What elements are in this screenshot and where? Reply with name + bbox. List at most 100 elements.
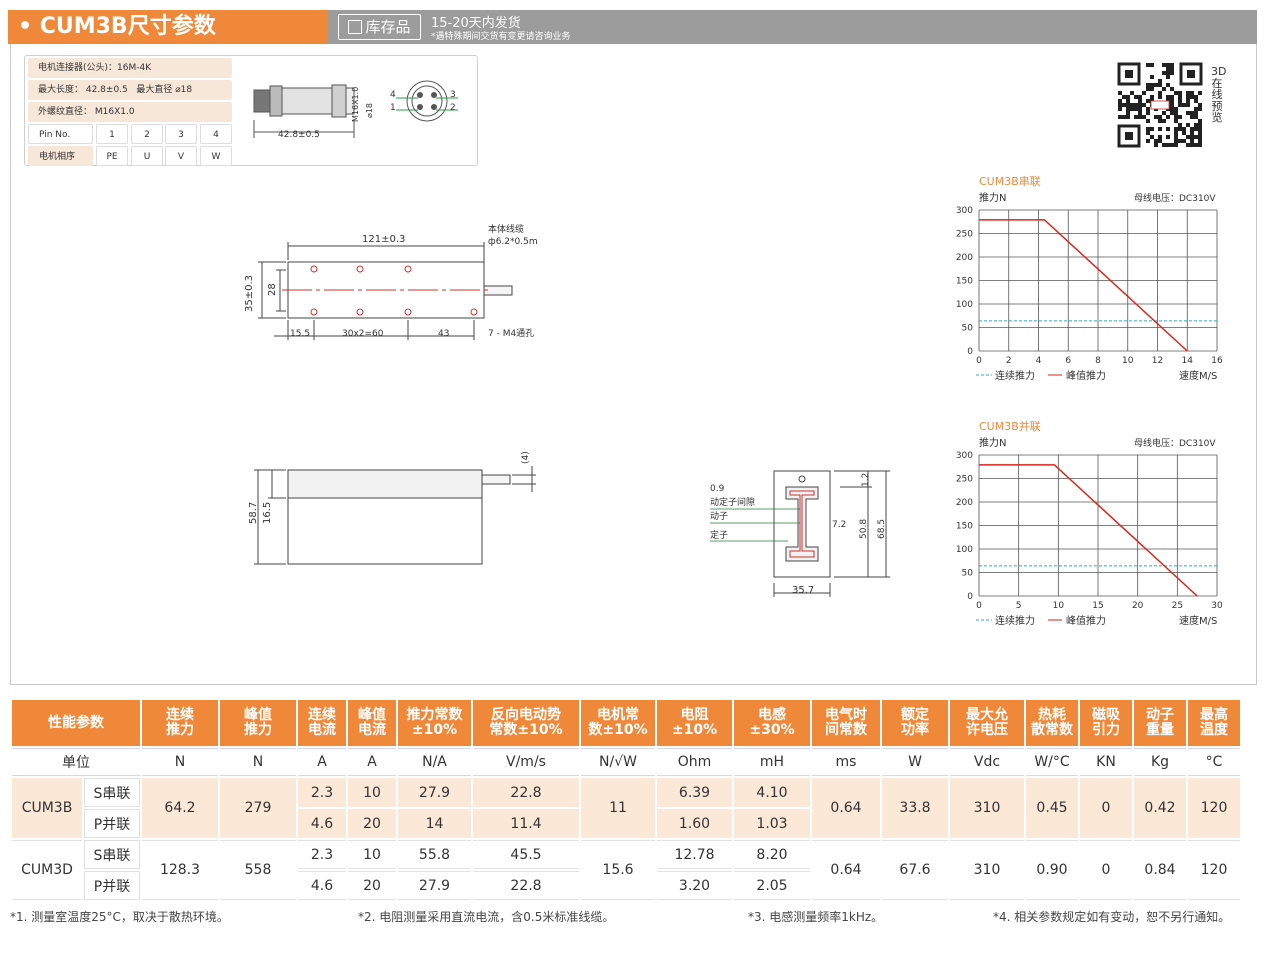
qr-module bbox=[1146, 119, 1150, 123]
qr-module bbox=[1190, 143, 1194, 147]
qr-module bbox=[1174, 111, 1178, 115]
max-voltage: 310 bbox=[950, 840, 1024, 900]
chart-note: 母线电压：DC310V bbox=[1134, 192, 1216, 204]
qr-module bbox=[1150, 127, 1154, 131]
x-tick-label: 25 bbox=[1172, 601, 1183, 611]
qr-module bbox=[1190, 111, 1194, 115]
content-frame bbox=[10, 44, 1257, 685]
box-icon bbox=[348, 20, 363, 34]
inductance: 8.20 bbox=[734, 840, 810, 869]
qr-module bbox=[1166, 115, 1170, 119]
series-line bbox=[979, 219, 1188, 352]
qr-module bbox=[1178, 99, 1182, 103]
qr-module bbox=[1174, 135, 1178, 139]
y-tick-label: 150 bbox=[956, 277, 973, 287]
qr-module bbox=[1182, 127, 1186, 131]
col-header-inductance: 电感±30% bbox=[734, 700, 810, 746]
cont-current: 4.6 bbox=[298, 809, 346, 838]
peak-current: 10 bbox=[348, 778, 396, 807]
mover-label: 动子 bbox=[710, 511, 728, 522]
col-header-power: 额定功率 bbox=[882, 700, 948, 746]
x-tick-label: 6 bbox=[1065, 356, 1071, 366]
unit-cell: A bbox=[348, 748, 396, 776]
pin-no-label: Pin No. bbox=[28, 124, 93, 144]
qr-module bbox=[1170, 71, 1174, 75]
y-tick-label: 200 bbox=[956, 253, 973, 263]
qr-module bbox=[1130, 103, 1134, 107]
qr-module bbox=[1194, 111, 1198, 115]
footnote-1: *1. 测量室温度25°C，取决于散热环境。 bbox=[10, 910, 229, 924]
qr-module bbox=[1190, 135, 1194, 139]
footnote-2: *2. 电阻测量采用直流电流，含0.5米标准线缆。 bbox=[358, 910, 615, 924]
chart-xlabel: 速度M/S bbox=[1179, 369, 1217, 382]
footnote-3: *3. 电感测量频率1kHz。 bbox=[748, 910, 884, 924]
qr-module bbox=[1182, 103, 1186, 107]
unit-cell: ms bbox=[812, 748, 880, 776]
qr-module bbox=[1118, 107, 1122, 111]
phase-label: 电机相序 bbox=[28, 146, 93, 166]
qr-module bbox=[1166, 135, 1170, 139]
unit-cell: mH bbox=[734, 748, 810, 776]
x-tick-label: 8 bbox=[1095, 356, 1101, 366]
top-view-outline bbox=[258, 242, 513, 340]
dim-side-top: 16.5 bbox=[262, 502, 273, 524]
qr-module bbox=[1146, 99, 1150, 103]
y-tick-label: 50 bbox=[962, 569, 974, 579]
dim-connector-thread: M16X1.0 bbox=[351, 87, 360, 122]
qr-module bbox=[1158, 95, 1162, 99]
qr-module bbox=[1174, 127, 1178, 131]
stock-badge: 库存品 bbox=[338, 14, 421, 40]
x-tick-label: 0 bbox=[976, 601, 982, 611]
qr-module bbox=[1126, 115, 1130, 119]
qr-module bbox=[1150, 83, 1154, 87]
x-tick-label: 14 bbox=[1182, 356, 1194, 366]
qr-module bbox=[1138, 99, 1142, 103]
parallel-label: P并联 bbox=[84, 809, 140, 838]
qr-module bbox=[1166, 63, 1170, 67]
pin-4: 4 bbox=[200, 124, 232, 144]
parallel-label: P并联 bbox=[84, 871, 140, 900]
qr-module bbox=[1146, 83, 1150, 87]
dim-length: 121±0.3 bbox=[362, 234, 405, 245]
x-tick-label: 4 bbox=[1036, 356, 1042, 366]
dim-offset: 15.5 bbox=[290, 329, 310, 339]
qr-module bbox=[1158, 91, 1162, 95]
legend-cont: 连续推力 bbox=[995, 614, 1035, 627]
x-tick-label: 30 bbox=[1211, 601, 1223, 611]
elec-time: 0.64 bbox=[812, 778, 880, 838]
max-temp: 120 bbox=[1188, 778, 1240, 838]
qr-module bbox=[1178, 139, 1182, 143]
force-const: 55.8 bbox=[398, 840, 471, 869]
pin-num-1: 1 bbox=[390, 103, 396, 113]
pin-num-4: 4 bbox=[390, 90, 396, 100]
chart-ylabel: 推力N bbox=[979, 191, 1006, 204]
qr-module bbox=[1198, 123, 1202, 127]
x-tick-label: 5 bbox=[1016, 601, 1022, 611]
qr-module bbox=[1150, 95, 1154, 99]
mass: 0.42 bbox=[1134, 778, 1186, 838]
power: 67.6 bbox=[882, 840, 948, 900]
cross-section-drawing: 0.9 动定子间隙 动子 定子 35.7 1.2 7.2 50.8 68.5 bbox=[710, 470, 890, 597]
pin-num-2: 2 bbox=[450, 103, 456, 113]
max-length: 最大长度： 42.8±0.5 bbox=[38, 85, 128, 95]
cable-label: 本体线缆 bbox=[488, 223, 524, 235]
qr-module bbox=[1170, 67, 1174, 71]
qr-module bbox=[1182, 131, 1186, 135]
chart-ylabel: 推力N bbox=[979, 436, 1006, 449]
qr-module bbox=[1194, 115, 1198, 119]
qr-module bbox=[1190, 127, 1194, 131]
qr-code[interactable] bbox=[1117, 62, 1203, 148]
y-tick-label: 100 bbox=[956, 300, 973, 310]
qr-module bbox=[1166, 71, 1170, 75]
dim-side-height: 58.7 bbox=[248, 502, 259, 524]
performance-table: 性能参数 连续推力 峰值推力 连续电流 峰值电流 推力常数±10% 反向电动势常… bbox=[10, 698, 1242, 902]
chart-note: 母线电压：DC310V bbox=[1134, 437, 1216, 449]
legend-peak: 峰值推力 bbox=[1066, 614, 1106, 627]
qr-module bbox=[1186, 111, 1190, 115]
qr-module bbox=[1166, 127, 1170, 131]
phase-w: W bbox=[200, 146, 232, 166]
unit-cell: KN bbox=[1080, 748, 1132, 776]
qr-module bbox=[1170, 99, 1174, 103]
qr-module bbox=[1158, 83, 1162, 87]
qr-module bbox=[1150, 75, 1154, 79]
